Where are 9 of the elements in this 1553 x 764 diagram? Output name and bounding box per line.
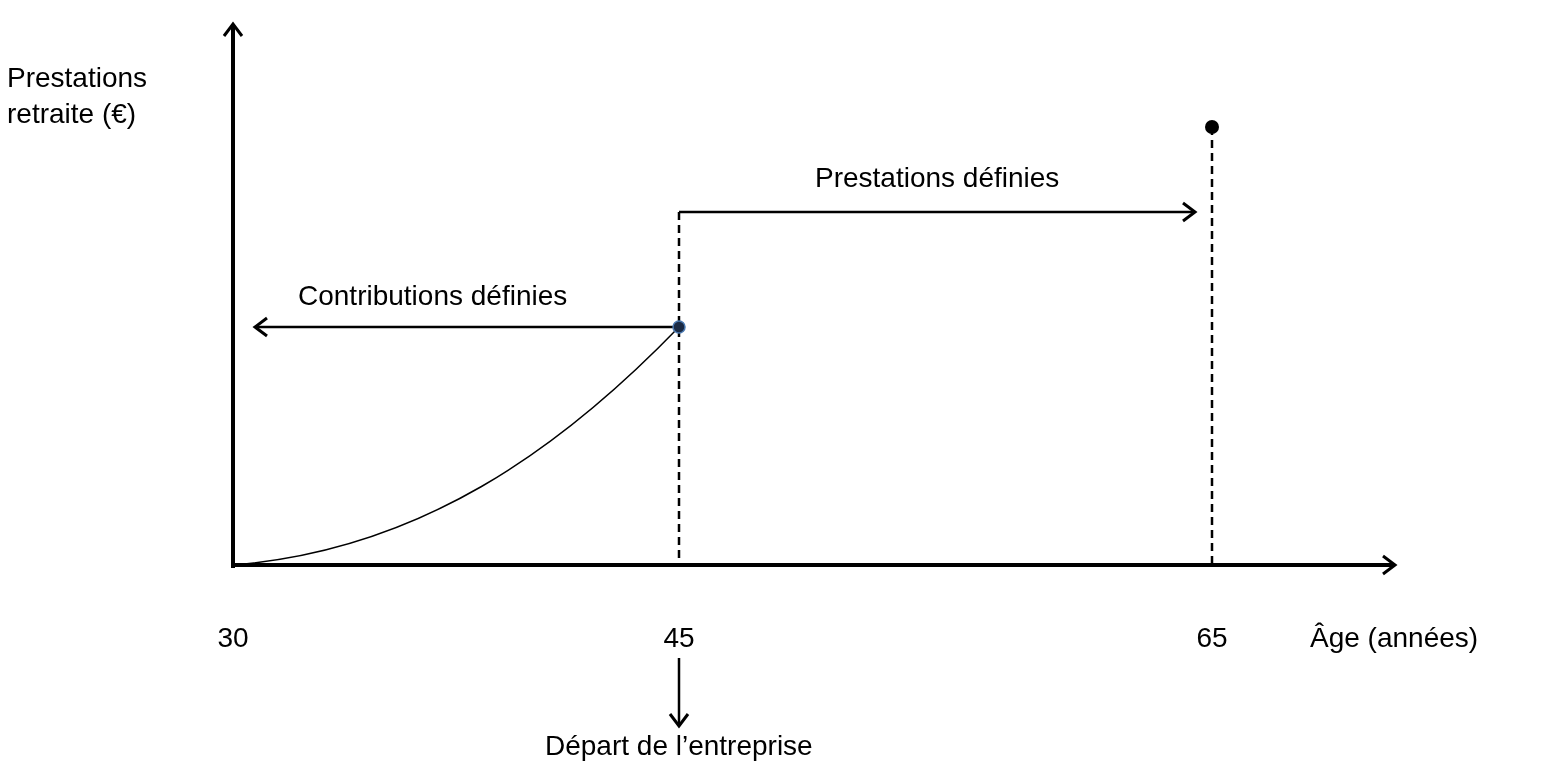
x-axis-title: Âge (années) xyxy=(1310,621,1479,655)
tick-label: 45 xyxy=(663,620,695,656)
arrow-label: Prestations définies xyxy=(815,161,1060,195)
y-axis-title: Prestations retraite (€) xyxy=(7,61,149,131)
tick-label: 65 xyxy=(1196,621,1228,655)
tick-label: 30 xyxy=(217,621,249,655)
arrow-label: Contributions définies xyxy=(298,279,568,313)
arrow xyxy=(668,658,690,728)
annotation-label: Départ de l’entreprise xyxy=(545,728,813,764)
